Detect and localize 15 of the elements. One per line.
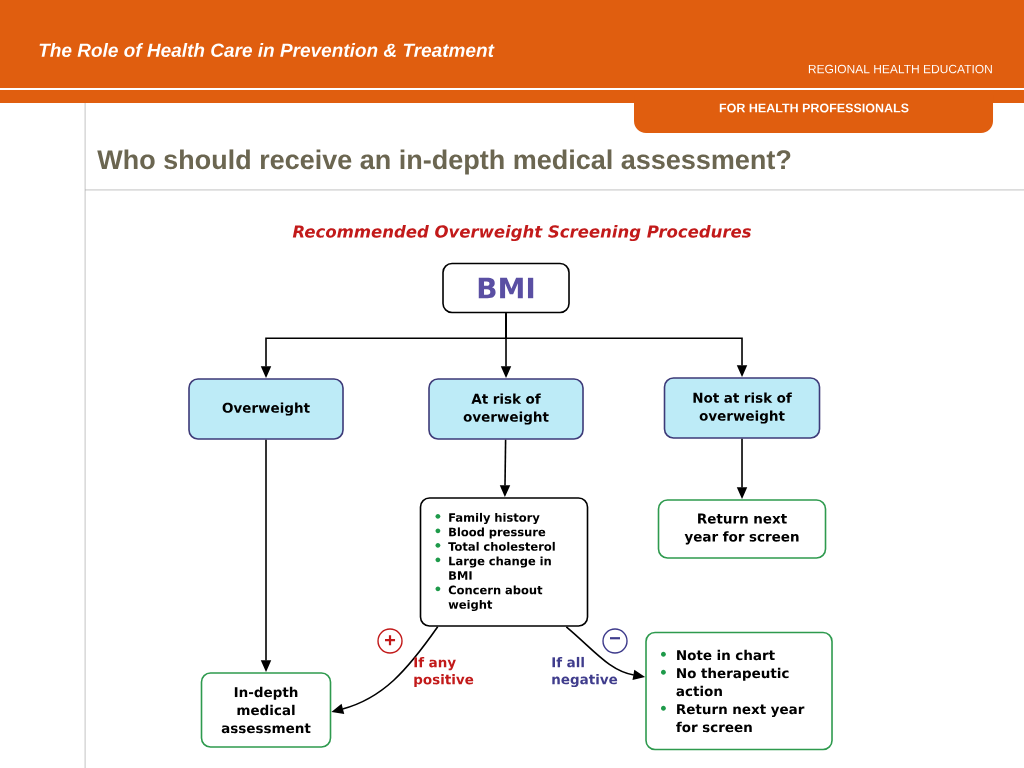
edge-label: If any positive bbox=[414, 657, 474, 688]
category-box: Overweight bbox=[188, 378, 344, 440]
category-box: Not at risk of overweight bbox=[663, 377, 821, 439]
header-subtitle: REGIONAL HEALTH EDUCATION bbox=[808, 64, 992, 74]
page-title: Who should receive an in-depth medical assessment? bbox=[97, 149, 791, 175]
checklist-box: Family history Blood pressure Total cholesterol Large change in BMI Concern about weight bbox=[419, 497, 589, 627]
edge-label: If all negative bbox=[552, 656, 618, 688]
start-box: BMI bbox=[442, 262, 570, 314]
header-title: The Role of Health Care in Prevention & Treatment bbox=[39, 43, 495, 57]
chart-subtitle: Recommended Overweight Screening Procedures bbox=[292, 224, 751, 242]
outcome-box: Return next year for screen bbox=[657, 499, 827, 559]
tab-label: FOR HEALTH PROFESSIONALS bbox=[719, 103, 909, 113]
category-box: At risk of overweight bbox=[428, 378, 584, 440]
outcome-box: In-depth medical assessment bbox=[200, 672, 332, 748]
outcome-box: Note in chart No therapeutic action Return next year for screen bbox=[645, 631, 833, 751]
